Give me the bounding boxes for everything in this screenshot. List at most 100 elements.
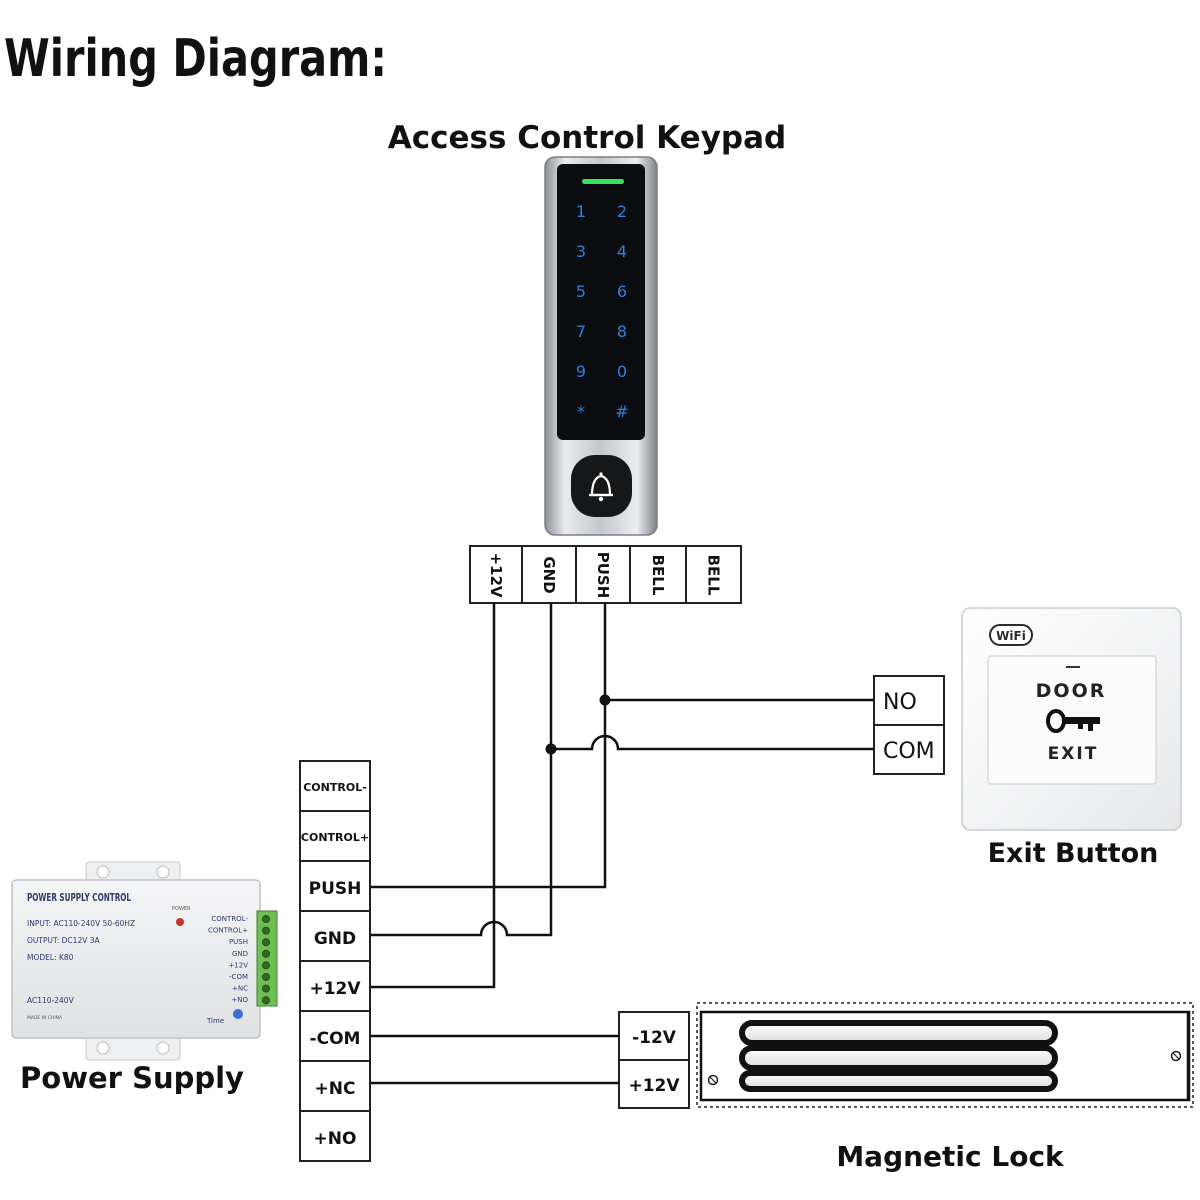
lock-plate-middle — [739, 1045, 1058, 1071]
psu-terminal-screws — [261, 915, 270, 1005]
psu-logo-icon — [233, 1009, 243, 1019]
keypad-terminal-label: PUSH — [594, 552, 612, 599]
power-supply-label: Power Supply — [20, 1061, 244, 1095]
psu-terminal-label: CONTROL+ — [301, 831, 369, 844]
psu-side-label: -COM — [229, 973, 248, 981]
lock-terminal-cell — [618, 1059, 690, 1109]
wiring — [371, 603, 874, 1085]
keypad-terminal-label: GND — [540, 556, 558, 593]
lock-mount-outline — [696, 1002, 1194, 1108]
psu-terminal-label: +NO — [314, 1129, 357, 1149]
junction-dot — [599, 694, 611, 706]
psu-output-text: OUTPUT: DC12V 3A — [27, 936, 100, 945]
keypad-key[interactable]: 7 — [576, 322, 586, 341]
keypad-key[interactable]: 0 — [617, 362, 627, 381]
exit-terminal-label: NO — [883, 690, 917, 715]
wifi-badge — [989, 624, 1033, 646]
psu-terminal-screw — [261, 949, 270, 958]
keypad-terminal-cell — [575, 545, 631, 604]
psu-terminal-cell — [299, 1110, 371, 1162]
keypad-keys: 1 2 3 4 5 6 7 8 9 0 * # — [576, 202, 629, 421]
keypad-key[interactable]: 1 — [576, 202, 586, 221]
psu-power-led — [176, 918, 184, 926]
magnetic-lock-terminal-block: -12V+12V — [618, 1011, 690, 1109]
keypad-key[interactable]: # — [615, 402, 628, 421]
keypad-key[interactable]: 5 — [576, 282, 586, 301]
wifi-badge-text: WiFi — [996, 629, 1026, 643]
lock-plate-top — [739, 1020, 1058, 1046]
psu-terminal-label: GND — [314, 929, 356, 949]
psu-terminal-label: +NC — [315, 1079, 356, 1099]
lock-terminal-label: -12V — [632, 1028, 677, 1048]
psu-time-text: Time — [206, 1017, 224, 1025]
key-icon — [1046, 709, 1100, 733]
keypad-key[interactable]: 3 — [576, 242, 586, 261]
psu-side-label: CONTROL+ — [208, 927, 248, 935]
psu-terminal-cell — [299, 760, 371, 812]
psu-terminal-label: CONTROL- — [303, 781, 367, 794]
psu-side-label: +NO — [231, 996, 248, 1004]
wire-push — [371, 603, 607, 889]
psu-side-label: +12V — [228, 961, 248, 969]
page-title: Wiring Diagram: — [4, 29, 387, 89]
psu-terminal-screw — [261, 973, 270, 982]
keypad-key[interactable]: 4 — [617, 242, 627, 261]
psu-screw-hole — [96, 1041, 110, 1055]
psu-terminal-cell — [299, 860, 371, 912]
psu-side-label: PUSH — [229, 938, 248, 946]
keypad-glass — [557, 164, 645, 440]
exit-text: EXIT — [1048, 744, 1099, 764]
psu-ac-text: AC110-240V — [27, 996, 75, 1005]
status-led — [582, 179, 624, 184]
psu-terminal-screw — [261, 984, 270, 993]
keypad-key[interactable]: 2 — [617, 202, 627, 221]
lock-plate-bottom — [739, 1070, 1058, 1092]
magnetic-lock-device — [696, 1002, 1194, 1108]
psu-terminal-cell — [299, 1010, 371, 1062]
power-supply-device: POWER SUPPLY CONTROL POWER INPUT: AC110-… — [11, 861, 278, 1061]
psu-terminal-label: +12V — [309, 979, 361, 999]
magnetic-lock-label: Magnetic Lock — [836, 1140, 1065, 1173]
psu-side-labels: CONTROL- CONTROL+ PUSH GND +12V -COM +NC +NO — [208, 915, 249, 1004]
psu-screw-hole — [156, 865, 170, 879]
exit-button-label: Exit Button — [988, 838, 1159, 869]
psu-model-text: MODEL: K80 — [27, 953, 74, 962]
keypad-terminal-label: BELL — [705, 555, 723, 596]
wire-gnd — [371, 603, 553, 937]
psu-side-label: +NC — [232, 985, 248, 993]
exit-terminal-cell — [873, 724, 945, 775]
keypad-terminal-cell — [685, 545, 742, 604]
bell-button-pad — [571, 455, 632, 517]
psu-terminal-label: -COM — [310, 1029, 361, 1049]
power-supply-terminal-block: CONTROL- CONTROL+ PUSH GND +12V -COM +NC +NO — [299, 760, 371, 1162]
keypad-terminal-label: BELL — [649, 555, 667, 596]
keypad-key[interactable]: 8 — [617, 322, 627, 341]
psu-device-title: POWER SUPPLY CONTROL — [27, 891, 131, 904]
keypad-key[interactable]: 6 — [617, 282, 627, 301]
exit-button-terminal-block: NO COM — [873, 675, 945, 775]
psu-terminal-screw — [261, 938, 270, 947]
bell-icon — [589, 472, 613, 502]
psu-terminal-screw — [261, 915, 270, 924]
door-text: DOOR — [1036, 680, 1107, 702]
exit-terminal-label: COM — [883, 739, 935, 764]
psu-input-text: INPUT: AC110-240V 50-60HZ — [27, 919, 135, 928]
psu-terminal-cell — [299, 960, 371, 1012]
keypad-terminal-label: +12V — [487, 552, 505, 597]
psu-power-led-label: POWER — [172, 906, 191, 912]
keypad-key[interactable]: * — [577, 402, 585, 421]
exit-button-device: WiFi DOOR EXIT — [961, 607, 1182, 831]
access-control-keypad: 1 2 3 4 5 6 7 8 9 0 * # — [544, 156, 658, 536]
psu-screw-hole — [156, 1041, 170, 1055]
psu-screw-hole — [96, 865, 110, 879]
keypad-key[interactable]: 9 — [576, 362, 586, 381]
keypad-label: Access Control Keypad — [388, 120, 786, 156]
junction-dot — [545, 743, 557, 755]
psu-terminal-label: PUSH — [309, 879, 362, 899]
psu-side-label: CONTROL- — [211, 915, 248, 923]
psu-side-label: GND — [232, 950, 248, 958]
psu-terminal-strip — [256, 910, 278, 1007]
psu-made-text: MADE IN CHINA — [27, 1015, 63, 1021]
